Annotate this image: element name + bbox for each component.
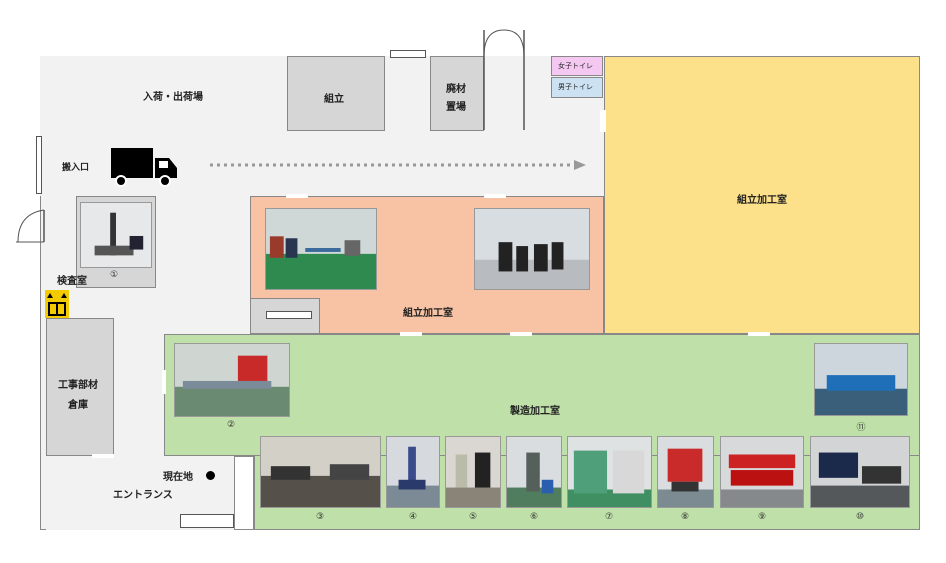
current-location-label: 現在地: [163, 472, 193, 483]
photo-number-5: ⑤: [468, 512, 478, 522]
entrance-label: エントランス: [113, 490, 173, 501]
door-gap-5: [510, 332, 532, 336]
photo-machine-9: [720, 436, 804, 508]
route-arrow-icon: [210, 160, 586, 170]
photo-machine-11: [814, 343, 908, 416]
photo-number-9: ⑨: [757, 512, 767, 522]
photo-machine-10: [810, 436, 910, 508]
assembly-large-label: 組立加工室: [737, 195, 787, 206]
double-door-icon: [483, 29, 525, 130]
photo-machine-2: [174, 343, 290, 417]
photo-assembly-1: [265, 208, 377, 290]
photo-machine-5: [445, 436, 501, 508]
scrap-label-1: 廃材: [446, 84, 466, 95]
warehouse-label-1: 工事部材: [58, 380, 98, 391]
photo-machine-6: [506, 436, 562, 508]
toilet-men: [551, 77, 603, 98]
photo-machine-3: [260, 436, 381, 508]
photo-machine-8: [657, 436, 714, 508]
warehouse-label-2: 倉庫: [68, 400, 88, 411]
door-gap-2: [484, 194, 506, 198]
door-gap-3: [600, 110, 606, 132]
scrap-label-2: 置場: [446, 102, 466, 113]
toilet-women: [551, 56, 603, 76]
photo-number-4: ④: [408, 512, 418, 522]
warehouse-room: [46, 318, 114, 456]
photo-number-1: ①: [109, 270, 119, 280]
manufacturing-label: 製造加工室: [510, 406, 560, 417]
shipping-label: 入荷・出荷場: [143, 92, 203, 103]
manufacturing-room: [164, 334, 920, 456]
photo-number-10: ⑩: [855, 512, 865, 522]
assembly-room-large: [604, 56, 920, 334]
photo-number-3: ③: [315, 512, 325, 522]
door-gap-8: [92, 454, 114, 458]
entrance-door-bar: [180, 514, 234, 528]
door-gap-4: [400, 332, 422, 336]
photo-machine-7: [567, 436, 652, 508]
photo-number-8: ⑧: [680, 512, 690, 522]
door-gap-6: [748, 332, 770, 336]
photo-inspection: [80, 202, 152, 268]
toilet-women-label: 女子トイレ: [558, 62, 593, 70]
assembly-small-label: 組立: [324, 94, 344, 105]
entrance-gate-label: 搬入口: [62, 163, 90, 173]
current-location-dot-icon: [206, 471, 215, 480]
assembly-mid-label: 組立加工室: [403, 308, 453, 319]
stairs-bar: [266, 311, 312, 319]
entrance-stair: [234, 456, 254, 530]
elevator-icon: [45, 290, 69, 318]
side-door-icon: [16, 209, 45, 243]
door-gap-7: [162, 370, 166, 394]
truck-icon: [111, 148, 177, 187]
top-window: [390, 50, 426, 58]
entrance-gate-door: [36, 136, 42, 194]
scrap-area: [430, 56, 484, 131]
toilet-men-label: 男子トイレ: [558, 83, 593, 91]
photo-number-2: ②: [226, 420, 236, 430]
assembly-room-small: [287, 56, 385, 131]
photo-number-7: ⑦: [604, 512, 614, 522]
door-gap-1: [286, 194, 308, 198]
inspection-label: 検査室: [57, 276, 87, 287]
photo-number-6: ⑥: [529, 512, 539, 522]
photo-machine-4: [386, 436, 440, 508]
photo-assembly-2: [474, 208, 590, 290]
photo-number-11: ⑪: [856, 423, 866, 433]
